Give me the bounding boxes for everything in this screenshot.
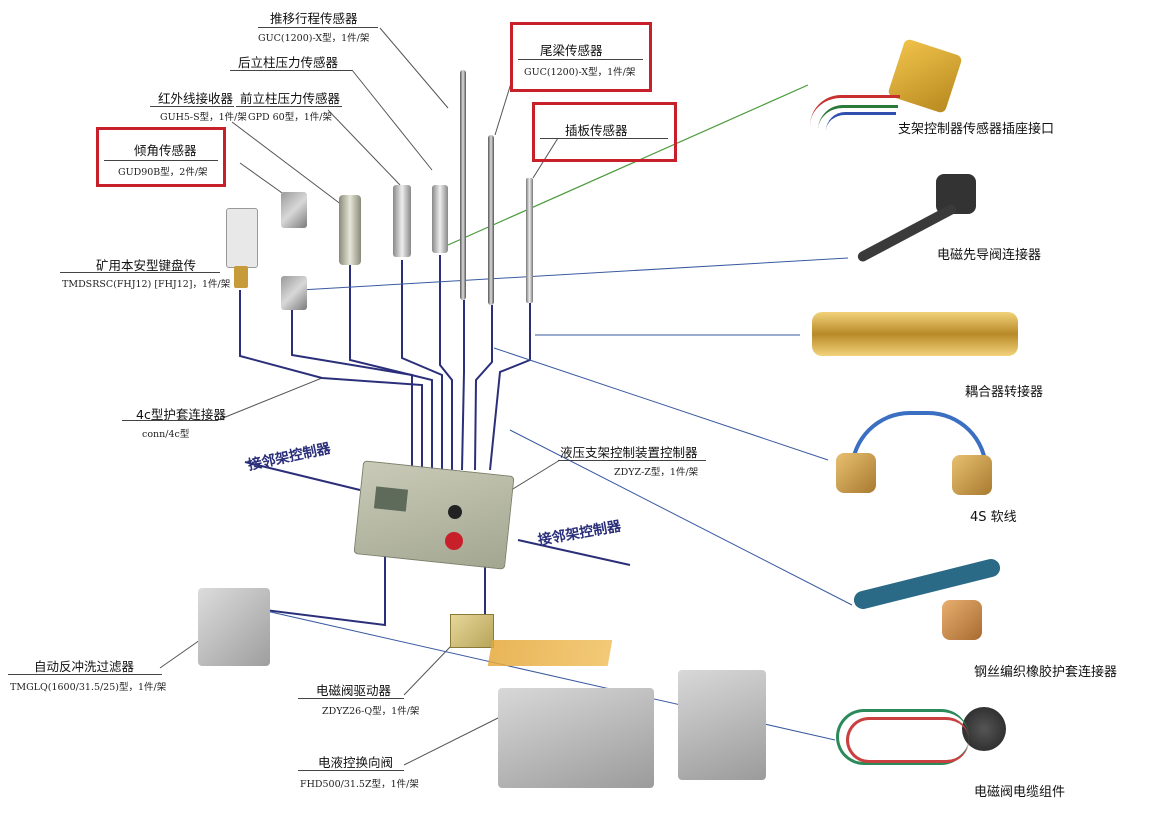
keypad-connector	[234, 266, 248, 288]
label-steel-braid-connector: 钢丝编织橡胶护套连接器	[974, 665, 1118, 680]
electro-hydraulic-valve-1	[498, 688, 654, 788]
plate-sensor-rod	[526, 178, 533, 303]
leader-valve	[403, 717, 499, 766]
cable-ir	[349, 265, 433, 470]
pilot-valve-connector-image	[848, 168, 998, 268]
label-controller: 液压支架控制装置控制器	[560, 445, 698, 460]
leader-tailbeam	[494, 79, 513, 136]
leader-ir	[231, 121, 343, 206]
label-front-pressure-sensor: 前立柱压力传感器	[240, 91, 341, 106]
highlight-tilt	[96, 127, 226, 187]
label-valve: 电液控换向阀	[318, 755, 394, 770]
leader-steel	[509, 429, 853, 606]
driver-ribbon	[487, 640, 613, 666]
front-pressure-sensor	[393, 185, 411, 257]
highlight-plate	[532, 102, 677, 162]
spec-keypad: TMDSRSC(FHJ12) [FHJ12]，1件/架	[62, 279, 231, 290]
label-4c-connector: 4c型护套连接器	[136, 407, 226, 422]
label-plate-sensor: 插板传感器	[565, 123, 628, 138]
cable-adjacent-right	[517, 539, 631, 566]
controller-screen	[373, 486, 409, 512]
highlight-tailbeam	[510, 22, 652, 92]
cable-adjacent-left	[244, 461, 361, 491]
leader-pilot	[299, 257, 849, 291]
leader-front	[327, 109, 401, 186]
controller-black-knob	[448, 505, 462, 519]
label-coupler-adapter: 耦合器转接器	[965, 385, 1044, 400]
controller-red-button	[445, 532, 463, 550]
cable-stroke	[461, 300, 465, 471]
solenoid-cable-image	[832, 685, 1022, 780]
sensor-socket-image	[800, 38, 970, 140]
leader-hose4s	[493, 347, 829, 461]
spec-tilt-sensor: GUD90B型，2件/架	[118, 167, 208, 178]
leader-4c	[217, 377, 323, 421]
spec-front-pressure-sensor: GPD 60型，1件/架	[248, 112, 332, 123]
label-tilt-sensor: 倾角传感器	[134, 143, 197, 158]
main-controller	[353, 460, 515, 570]
leader-controller	[507, 459, 561, 493]
steel-braid-connector-image	[852, 545, 1012, 655]
keypad-device	[226, 208, 258, 268]
label-ir-receiver: 红外线接收器	[158, 91, 234, 106]
spec-tailbeam-sensor: GUC(1200)-X型，1件/架	[524, 67, 636, 78]
label-tailbeam-sensor: 尾梁传感器	[540, 43, 603, 58]
leader-driver	[403, 644, 453, 696]
cable-front	[401, 260, 443, 470]
leader-plate	[532, 137, 559, 179]
hose-4s-image	[830, 405, 1000, 505]
coupler-adapter-image	[800, 300, 1030, 372]
label-sensor-socket: 支架控制器传感器插座接口	[898, 122, 1055, 137]
stroke-sensor-rod	[460, 70, 466, 300]
cable-tailbeam	[474, 305, 493, 471]
leader-filter	[159, 639, 201, 669]
leader-rear	[351, 69, 433, 171]
spec-ir-receiver: GUH5-S型，1件/架	[160, 112, 247, 123]
label-solenoid-cable: 电磁阀电缆组件	[974, 785, 1066, 800]
cable-filter	[224, 530, 386, 627]
spec-filter: TMGLQ(1600/31.5/25)型，1件/架	[10, 682, 167, 693]
cable-plate	[489, 300, 531, 471]
spec-4c-connector: conn/4c型	[142, 429, 190, 440]
spec-valve: FHD500/31.5Z型，1件/架	[300, 779, 419, 790]
label-keypad: 矿用本安型键盘传	[96, 258, 197, 273]
spec-controller: ZDYZ-Z型，1件/架	[614, 467, 699, 478]
ir-receiver	[339, 195, 361, 265]
label-filter: 自动反冲洗过滤器	[34, 659, 135, 674]
cable-tilt	[291, 310, 413, 470]
leader-stroke	[379, 27, 449, 109]
leader-socket	[447, 84, 809, 246]
tilt-sensor-2	[281, 276, 307, 310]
label-hose-4s: 4S 软线	[970, 510, 1017, 525]
tilt-sensor-1	[281, 192, 307, 228]
solenoid-driver	[450, 614, 494, 648]
label-pilot-connector: 电磁先导阀连接器	[937, 248, 1042, 263]
tailbeam-sensor-rod	[488, 135, 494, 305]
label-stroke-sensor: 推移行程传感器	[270, 11, 358, 26]
rear-pressure-sensor	[432, 185, 448, 253]
spec-stroke-sensor: GUC(1200)-X型，1件/架	[258, 33, 370, 44]
backflush-filter	[198, 588, 270, 666]
leader-tilt	[239, 162, 286, 196]
cable-keypad	[239, 290, 423, 470]
cable-rear	[439, 255, 453, 470]
label-driver: 电磁阀驱动器	[316, 683, 392, 698]
label-rear-pressure-sensor: 后立柱压力传感器	[238, 55, 339, 70]
spec-driver: ZDYZ26-Q型，1件/架	[322, 706, 420, 717]
electro-hydraulic-valve-2	[678, 670, 766, 780]
